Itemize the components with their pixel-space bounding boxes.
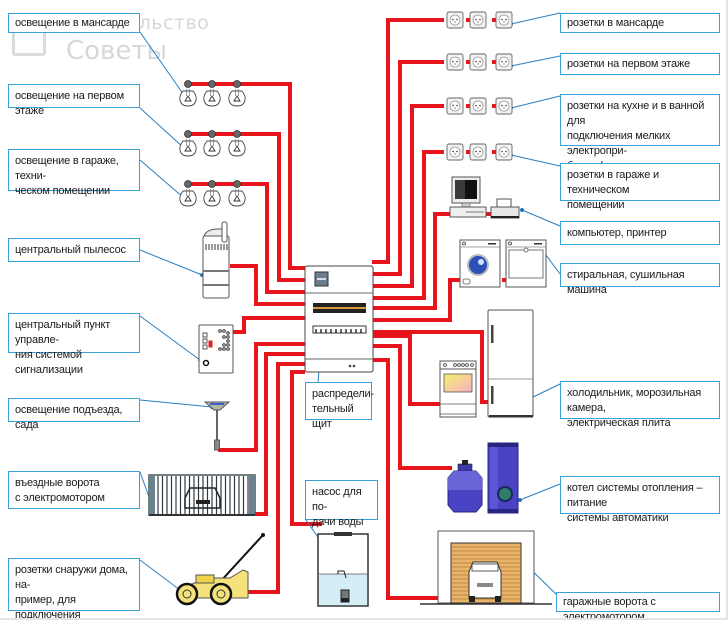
lawn-mower-icon: [175, 533, 265, 606]
label-lighting-attic: освещение в мансарде: [8, 13, 140, 33]
light-bulb-icon: [203, 80, 221, 107]
watermark-line2: Советы: [66, 36, 168, 66]
label-distribution-board: распредели- тельный щит: [305, 382, 374, 430]
wire-outdoor-sockets: [244, 362, 305, 594]
boiler-tank-icon: [447, 442, 519, 514]
wire-water-pump: [290, 370, 322, 526]
label-sockets-attic: розетки в мансарде: [560, 13, 720, 33]
washing-machine-icon: [459, 239, 501, 288]
light-bulb-icon: [228, 180, 246, 207]
wire-garden-light: [218, 342, 305, 452]
wire-boiler: [372, 344, 452, 470]
label-sockets-first-floor: розетки на первом этаже: [560, 53, 720, 75]
wire-entrance-gate: [252, 352, 305, 516]
socket-icon: [495, 143, 513, 161]
socket-icon: [495, 11, 513, 29]
wire-alarm-control: [232, 316, 305, 334]
sockets: [446, 11, 513, 161]
wire-washer: [372, 278, 462, 322]
socket-icon: [469, 143, 487, 161]
light-bulb-icon: [179, 180, 197, 207]
label-lighting-garage: освещение в гараже, техни- ческом помеще…: [8, 149, 140, 197]
label-water-pump: насос для по- дачи воды: [305, 480, 378, 528]
wire-sockets-first-floor: [372, 60, 444, 276]
wire-sockets-attic: [372, 18, 444, 264]
label-central-vacuum: центральный пылесос: [8, 238, 140, 262]
label-alarm-control: центральный пункт управле- ния системой …: [8, 313, 140, 376]
dryer-icon: [505, 239, 547, 288]
label-sockets-kitchen-bath: розетки на кухне и в ванной для подключе…: [560, 94, 720, 187]
socket-icon: [446, 97, 464, 115]
wire-garage-door: [372, 358, 438, 600]
light-bulb-icon: [179, 130, 197, 157]
label-lighting-first-floor: освещение на первом этаже: [8, 84, 140, 117]
garage-icon: [420, 530, 552, 605]
label-entrance-gate: въездные ворота с электромотором: [8, 471, 140, 509]
label-washer-dryer: стиральная, сушильная машина: [560, 263, 720, 296]
wire-computer: [372, 212, 455, 310]
printer-icon: [490, 198, 520, 219]
alarm-control-panel-icon: [198, 324, 234, 374]
socket-icon: [495, 97, 513, 115]
wire-sockets-kitchen: [372, 104, 444, 288]
socket-icon: [446, 11, 464, 29]
socket-icon: [469, 53, 487, 71]
light-bulb-icon: [203, 130, 221, 157]
label-computer-printer: компьютер, принтер: [560, 221, 720, 245]
socket-icon: [446, 53, 464, 71]
entrance-gate-icon: [148, 474, 256, 516]
socket-icon: [469, 97, 487, 115]
light-bulb-icon: [228, 80, 246, 107]
light-bulbs: [179, 80, 246, 207]
electric-stove-icon: [439, 360, 477, 418]
label-boiler: котел системы отопления – питание систем…: [560, 476, 720, 524]
wire-central-vacuum: [230, 264, 305, 306]
wire-fridge: [372, 330, 490, 404]
label-fridge-freezer-stove: холодильник, морозильная камера, электри…: [560, 381, 720, 429]
water-pump-tank-icon: [317, 532, 369, 607]
garden-lamp-icon: [203, 401, 231, 451]
label-entrance-garden-light: освещение подъезда, сада: [8, 398, 140, 431]
label-outdoor-sockets: розетки снаружи дома, на- пример, для по…: [8, 558, 140, 618]
central-vacuum-icon: [202, 221, 230, 299]
wire-stove: [372, 334, 440, 406]
label-sockets-garage: розетки в гараже и техническом помещении: [560, 163, 720, 211]
light-bulb-icon: [179, 80, 197, 107]
socket-icon: [495, 53, 513, 71]
wire-sockets-garage: [372, 150, 444, 300]
distribution-board-icon: [304, 265, 374, 373]
socket-icon: [446, 143, 464, 161]
light-bulb-icon: [228, 130, 246, 157]
refrigerator-icon: [487, 309, 534, 418]
computer-icon: [449, 176, 487, 218]
light-bulb-icon: [203, 180, 221, 207]
label-garage-door: гаражные ворота с электромотором: [556, 592, 720, 618]
socket-icon: [469, 11, 487, 29]
